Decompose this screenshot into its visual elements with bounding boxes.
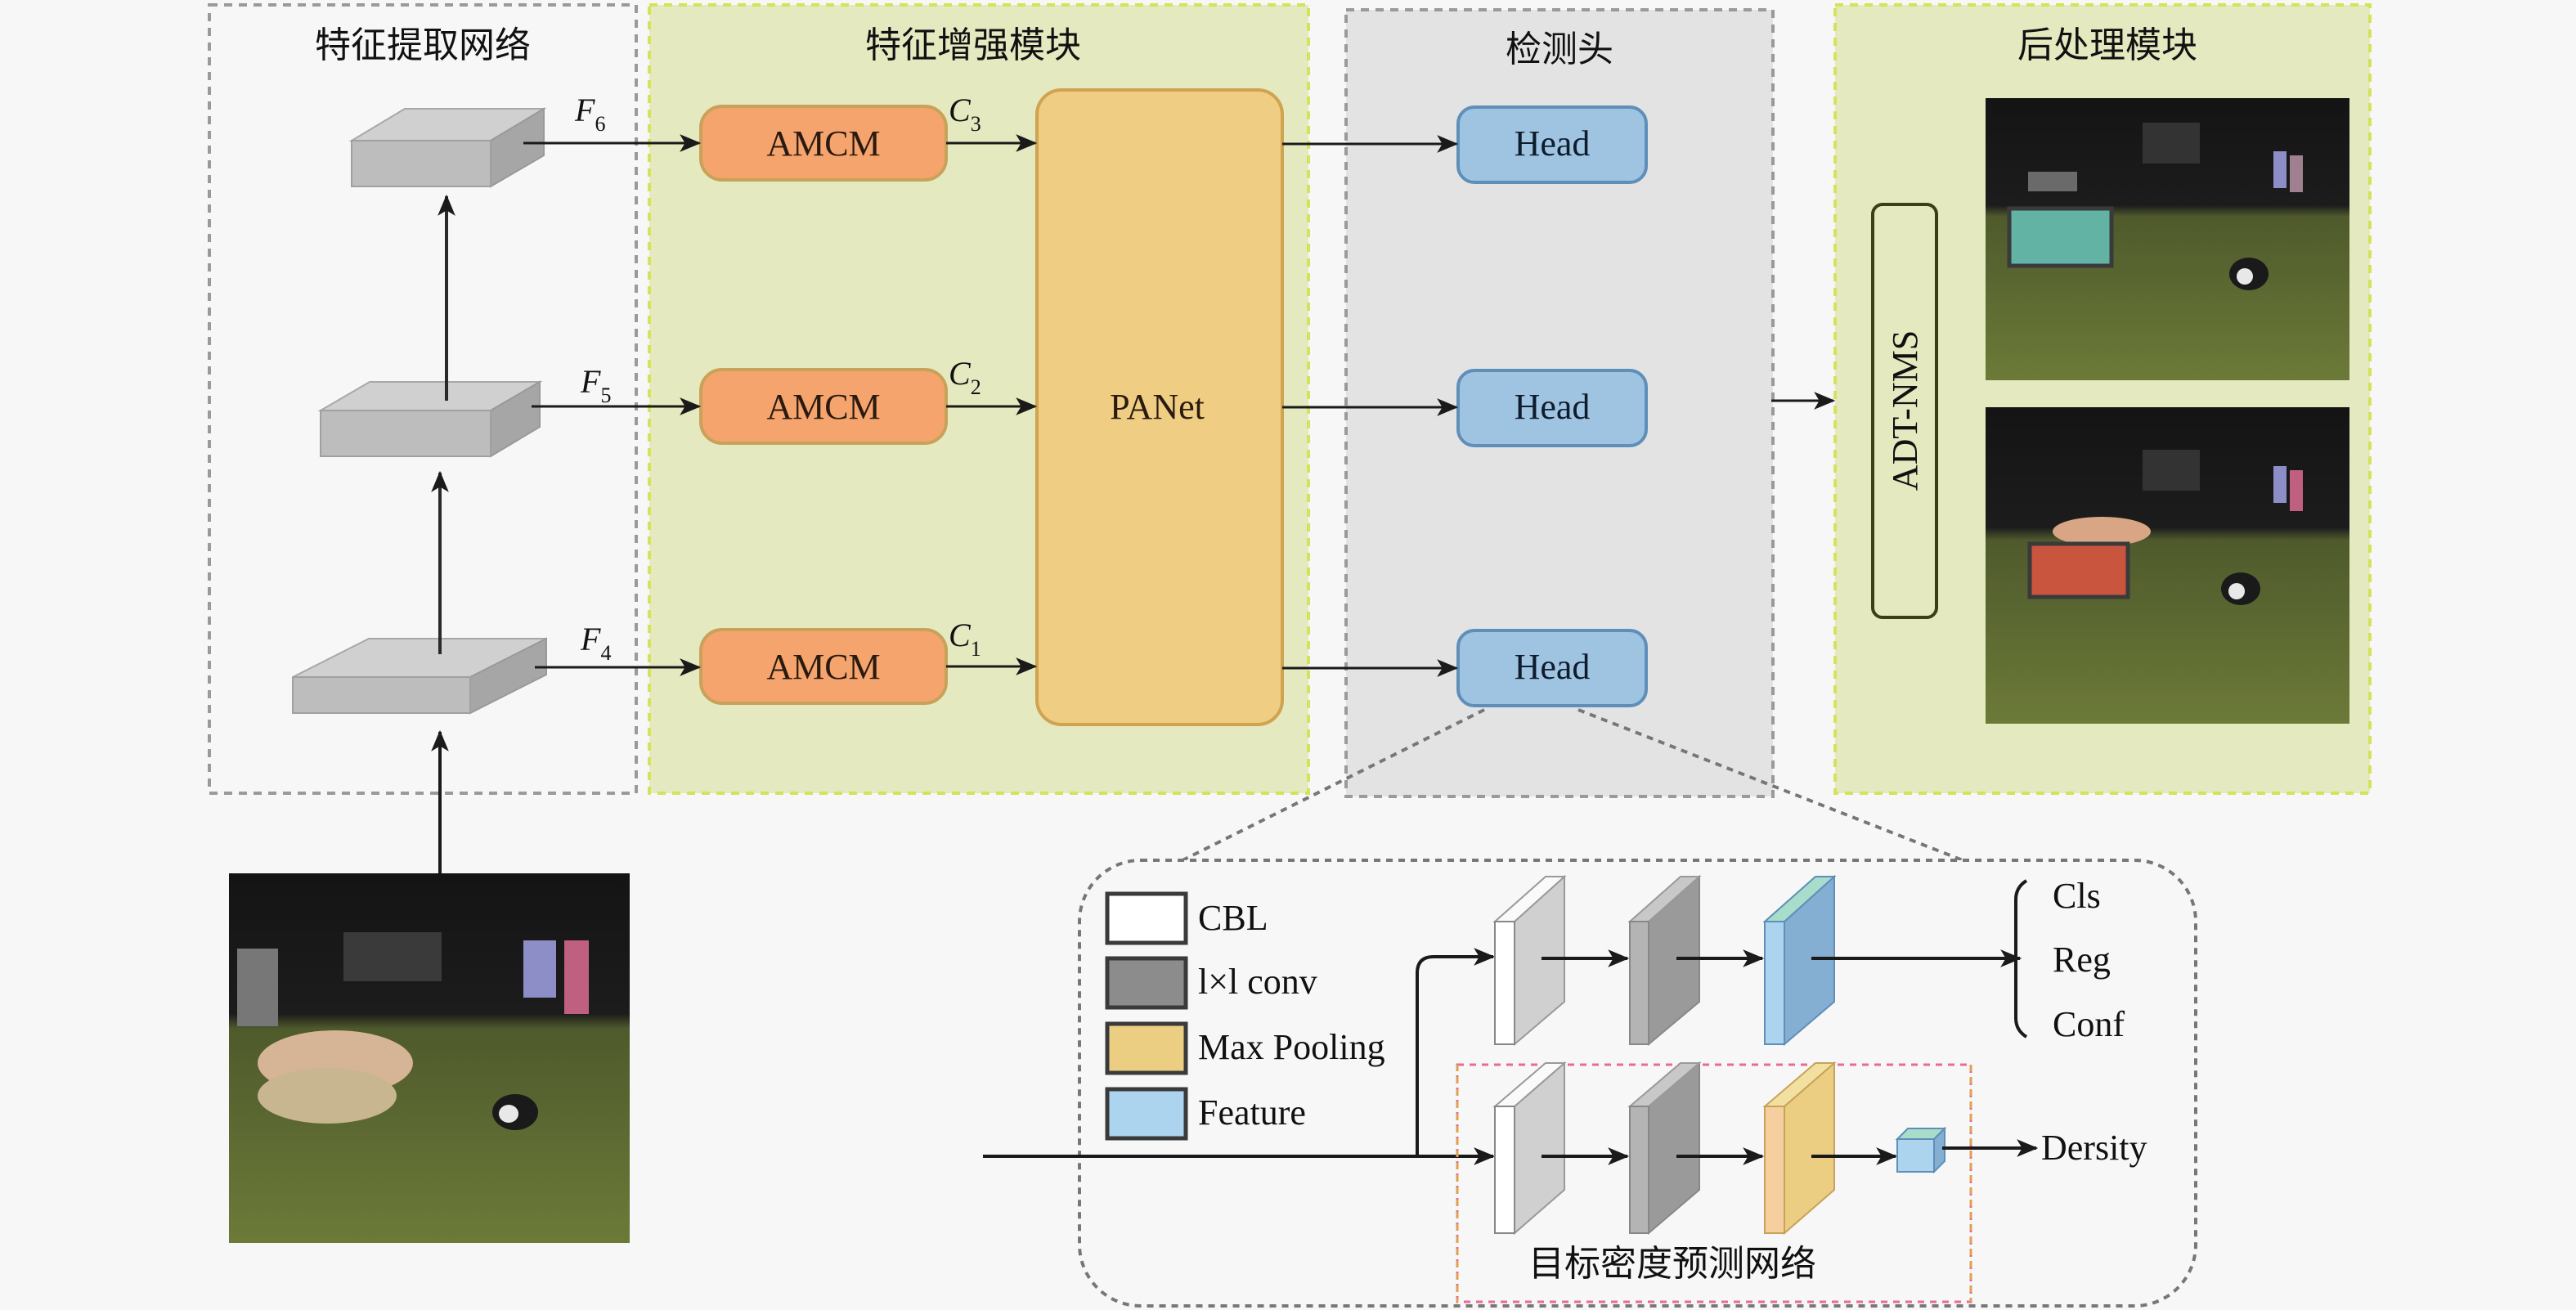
legend: CBL l×l conv Max Pooling Feature — [1105, 891, 1385, 1141]
label-c2: C2 — [949, 355, 981, 399]
detection-head-title: 检测头 — [1506, 29, 1613, 70]
zoom-connector-right — [1577, 708, 1963, 862]
output-cls: Cls — [2053, 876, 2101, 916]
legend-item-1x1-conv: l×l conv — [1105, 956, 1317, 1010]
svg-text:PANet: PANet — [1110, 387, 1205, 427]
feature-map-f4 — [292, 637, 547, 715]
head-detail-panel: CBL l×l conv Max Pooling Feature — [983, 859, 2197, 1308]
feature-map-f6 — [348, 107, 547, 188]
zoom-connector-left — [1169, 708, 1485, 868]
feature-map-f5 — [317, 380, 543, 458]
svg-text:l×l conv: l×l conv — [1198, 962, 1317, 1002]
legend-item-cbl: CBL — [1105, 891, 1268, 945]
label-f5: F5 — [580, 363, 611, 407]
layer-cbl-top — [1492, 874, 1567, 1047]
amcm-block-bottom: AMCM — [699, 628, 948, 705]
layer-cbl-density — [1492, 1061, 1567, 1236]
label-f4: F4 — [580, 621, 611, 665]
post-processing-panel: 后处理模块 ADT-NMS — [1833, 3, 2372, 795]
amcm-block-top: AMCM — [699, 105, 948, 182]
layer-conv-top — [1627, 874, 1702, 1047]
detection-box-teal — [2007, 206, 2114, 268]
layer-conv-density — [1627, 1061, 1702, 1236]
detection-box-red — [2027, 541, 2130, 599]
density-network: Dersity 目标密度预测网络 — [1456, 1061, 2147, 1303]
density-output-label: Dersity — [2041, 1128, 2147, 1168]
svg-text:Head: Head — [1515, 387, 1591, 427]
layer-feature-top — [1762, 874, 1837, 1047]
label-f6: F6 — [574, 92, 605, 136]
output-brace — [2014, 879, 2028, 1039]
result-image-bottom — [1986, 407, 2349, 724]
feature-enhancement-panel: 特征增强模块 AMCM AMCM AMCM PANet C3 C2 C1 — [648, 3, 1310, 795]
legend-item-max-pooling: Max Pooling — [1105, 1021, 1385, 1075]
output-conf: Conf — [2053, 1004, 2125, 1044]
svg-text:ADT-NMS: ADT-NMS — [1885, 330, 1925, 491]
svg-text:Max Pooling: Max Pooling — [1198, 1027, 1385, 1067]
label-c1: C1 — [949, 617, 981, 661]
svg-text:AMCM: AMCM — [766, 123, 880, 164]
head-block-bottom: Head — [1456, 629, 1648, 707]
legend-item-feature: Feature — [1105, 1087, 1306, 1141]
svg-text:AMCM: AMCM — [766, 387, 880, 427]
head-block-top: Head — [1456, 105, 1648, 184]
detection-head-panel: 检测头 Head Head Head — [1344, 8, 1775, 798]
svg-text:CBL: CBL — [1198, 898, 1268, 938]
amcm-block-middle: AMCM — [699, 368, 948, 445]
result-image-top — [1986, 98, 2349, 380]
output-reg: Reg — [2053, 940, 2111, 980]
svg-text:AMCM: AMCM — [766, 647, 880, 687]
density-network-title: 目标密度预测网络 — [1528, 1243, 1816, 1285]
layer-maxpool-density — [1762, 1061, 1837, 1236]
input-image — [229, 873, 630, 1243]
feature-enhancement-title: 特征增强模块 — [865, 25, 1081, 66]
label-c3: C3 — [949, 92, 981, 136]
branch-to-detection — [1416, 948, 1496, 1156]
feature-extraction-title: 特征提取网络 — [315, 25, 531, 66]
svg-text:Head: Head — [1515, 123, 1591, 164]
panet-block: PANet — [1035, 88, 1284, 726]
post-processing-title: 后处理模块 — [2017, 25, 2197, 66]
svg-text:Feature: Feature — [1198, 1092, 1306, 1133]
feature-extraction-panel: 特征提取网络 F6 F5 F4 — [208, 3, 638, 795]
svg-text:Head: Head — [1515, 647, 1591, 687]
adt-nms-block: ADT-NMS — [1871, 203, 1938, 619]
head-block-middle: Head — [1456, 369, 1648, 447]
density-feature-cube — [1895, 1126, 1947, 1174]
